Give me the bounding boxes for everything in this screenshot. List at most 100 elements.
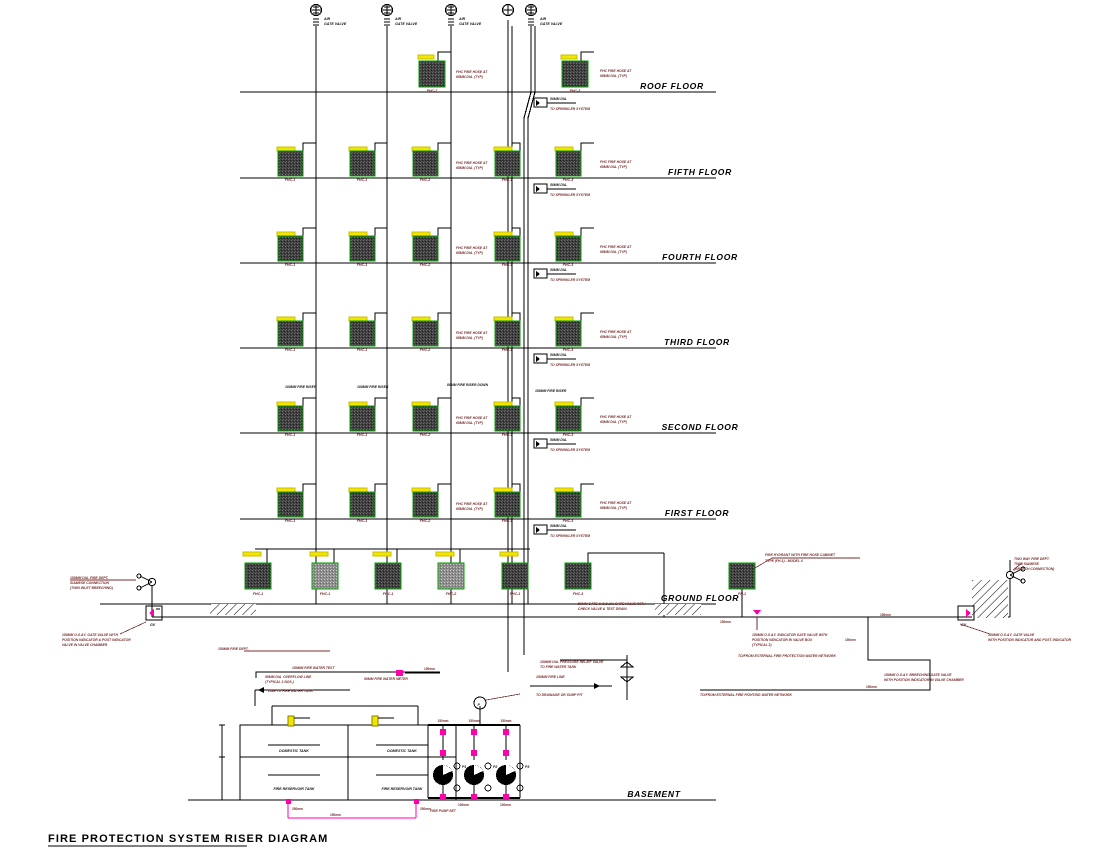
gauge-icon [453, 762, 461, 770]
dim-label-4: 150mm [866, 685, 877, 689]
cabinet-group-roof: FHC-2 FHC-3 FHC FIRE HOSE AT 65MM DIA. (… [417, 51, 632, 93]
tank-1-top-label: DOMESTIC TANK [279, 749, 309, 753]
siamese-cap-a [136, 573, 142, 579]
air-valve-label-3a: AIR [458, 17, 466, 21]
air-gate-valve-1: AIR GATE VALVE [309, 3, 347, 26]
pump-tag-2: P2 [493, 765, 497, 769]
fire-hose-cabinet [418, 60, 446, 88]
fhc-branch-pipe [512, 312, 521, 322]
note-right-bottom-l2: WITH POSITION INDICATOR AND POST INDICAT… [988, 638, 1072, 642]
fhc-branch-pipe [580, 483, 594, 493]
fire-hose-cabinet [555, 320, 582, 347]
fire-hose-cabinet [494, 320, 521, 347]
note-left-top-l3: (TWIN INLET BREECHING) [70, 586, 114, 590]
sprinkler-valve-box [533, 353, 548, 364]
fhc-branch-pipe [302, 483, 316, 493]
fhc-unit-first-1: FHC-1 [276, 483, 316, 523]
note-hydrant-l1: FIRE HYDRANT WITH FIRE HOSE CABINET [765, 553, 836, 557]
fhc-unit-second-4: FHC-1 [493, 397, 521, 437]
fhc-branch-pipe [302, 312, 316, 322]
fhc-unit-third-1: FHC-1 [276, 312, 316, 352]
sprinkler-dest: TO SPRINKLER SYSTEM [550, 278, 590, 282]
fhc-branch-pipe [374, 397, 387, 407]
cabinet-tag: FHC-3 [563, 348, 574, 352]
flow-arrow-icon [594, 683, 600, 689]
note-riser-mid: 80MM FIRE RISER DOWN [447, 383, 489, 387]
note-hydrant-l2: TYPE (FH-1) - MODEL 4 [765, 559, 803, 563]
fire-hose-cabinet [494, 491, 521, 518]
cabinet-tag: FHC-1 [285, 178, 296, 182]
air-gate-valve-3: AIR GATE VALVE [444, 3, 482, 26]
leader-line [754, 557, 773, 569]
fire-pump-set: P 150mm P1 150mm P2 [427, 693, 529, 813]
fhc-branch-pipe [512, 397, 521, 407]
siamese-cap-b [1020, 578, 1026, 584]
osy-valve-right: GV 150MM O.S.&Y. GATE VALVE WITH POSITIO… [957, 605, 1072, 642]
cabinet-tag: FHC-1 [285, 433, 296, 437]
cabinet-tag: FHC-1 [357, 348, 368, 352]
sprinkler-dest: TO SPRINKLER SYSTEM [550, 363, 590, 367]
check-valve [440, 750, 446, 756]
fhc-unit-ground-3: FHC-1 [372, 549, 402, 596]
fire-pump-1: 150mm P1 [433, 719, 466, 800]
fhc-branch-pipe [374, 142, 387, 152]
cabinet-tag: FHC-2 [420, 519, 431, 523]
pump-impeller [506, 765, 515, 775]
note-first-center-l2: 65MM DIA. (TYP) [456, 507, 484, 511]
dim-pump-suction-b: 100mm [500, 803, 511, 807]
cabinet-tag: FHC-1 [357, 178, 368, 182]
note-gnd-right-c-l2: WITH POSITION INDICATOR IN VALVE CHAMBER [884, 678, 964, 682]
fd-test-header: 150MM FIRE DEPT. [218, 604, 525, 672]
suction-valve [440, 794, 446, 800]
fire-hose-cabinet [277, 150, 304, 177]
floor-label-third: THIRD FLOOR [664, 337, 730, 347]
cabinet-tag: FHC-2 [420, 263, 431, 267]
note-gnd-right-d: TO/FROM EXTERNAL FIRE FIGHTING WATER NET… [700, 693, 792, 697]
cabinet-tag: FHC-1 [357, 263, 368, 267]
osy-valve-left: GV 150MM O.S.&Y. GATE VALVE WITH POSITIO… [62, 605, 163, 647]
check-valve-icon [536, 441, 540, 447]
note-fifth-right-l1: FHC FIRE HOSE AT [600, 160, 632, 164]
fhc-branch-pipe [437, 227, 451, 237]
pump-tag-1: P1 [462, 765, 466, 769]
cabinet-tag: FHC-1 [320, 592, 331, 596]
note-fifth-right-l2: 65MM DIA. (TYP) [600, 165, 628, 169]
cabinet-tag: FHC-2 [446, 592, 457, 596]
gauge-glyph: P [478, 703, 481, 707]
sprinkler-size: 50MM DIA. [550, 438, 567, 442]
pump-dim-2: 150mm [469, 719, 480, 723]
fire-hose-cabinet [555, 150, 582, 177]
cabinet-tag: FHC-3 [570, 89, 581, 93]
hose-reel-icon [372, 551, 392, 557]
pressure-gauge-icon [473, 696, 487, 710]
fire-hose-cabinet [412, 235, 439, 262]
fire-hose-cabinet [349, 320, 376, 347]
note-bsmt-d: 50MM FIRE WATER METER [364, 677, 408, 681]
cabinet-tag: FHC-2 [420, 178, 431, 182]
note-second-center-l1: FHC FIRE HOSE AT [456, 416, 488, 420]
fhc-branch-pipe [580, 227, 594, 237]
sprinkler-size: 50MM DIA. [550, 97, 567, 101]
cabinet-tag: FHC-1 [285, 263, 296, 267]
dim-meter: 150mm [424, 667, 435, 671]
cabinet-tag: FHC-3 [563, 263, 574, 267]
check-valve [503, 750, 509, 756]
hose-reel-icon [499, 551, 519, 557]
note-roof-right-l1: FHC FIRE HOSE AT [600, 69, 632, 73]
note-bsmt-c-l1: 50MM DIA. OVERFLOW LINE [265, 675, 312, 679]
siamese-cap-b [136, 585, 142, 591]
fhc-branch-pipe [437, 142, 451, 152]
sprinkler-branch-group: 50MM DIA. TO SPRINKLER SYSTEM 50MM DIA. … [533, 97, 590, 538]
note-third-right-l1: FHC FIRE HOSE AT [600, 330, 632, 334]
floor-slab-lines [100, 91, 716, 801]
sprinkler-size: 50MM DIA. [550, 353, 567, 357]
pump-set-label: FIRE PUMP SET [430, 809, 457, 813]
sprinkler-branch-first: 50MM DIA. TO SPRINKLER SYSTEM [533, 524, 590, 538]
note-fourth-center-l1: FHC FIRE HOSE AT [456, 246, 488, 250]
siamese-inlet-b [1009, 574, 1023, 582]
fire-hose-cabinet [277, 405, 304, 432]
fire-hose-cabinet [374, 562, 402, 590]
discharge-valve [440, 729, 446, 735]
note-bsmt-c-l2: (TYPICAL 2 NOS.) [265, 680, 295, 684]
fhc-unit-fourth-1: FHC-1 [276, 227, 316, 267]
